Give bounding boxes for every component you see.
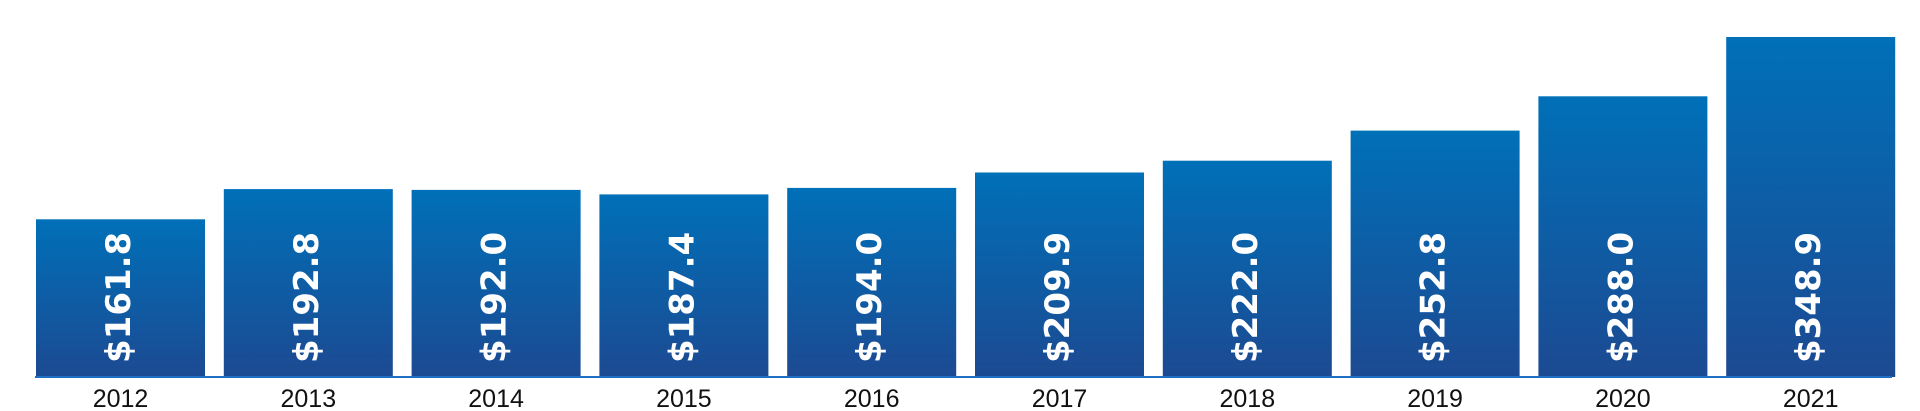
bar-2013 [223,189,393,377]
bar-value-labels: $161.8 $192.8 $192.0 $187.4 $194.0 $209.9 $222… [99,232,1829,363]
x-tick-label-2013: 2013 [280,385,336,411]
x-tick-label-2014: 2014 [468,385,524,411]
bar-value-label-2019: $252.8 [1414,232,1454,363]
x-tick-label-2012: 2012 [93,385,149,411]
x-tick-label-2017: 2017 [1032,385,1088,411]
x-tick-label-2020: 2020 [1595,385,1651,411]
x-tick-label-2016: 2016 [844,385,900,411]
bar-value-label-2012: $161.8 [99,232,139,363]
bar-value-label-2013: $192.8 [287,232,327,363]
bar-2012 [36,219,205,377]
bars [36,37,1896,378]
bar-2021 [1726,37,1896,377]
bar-2017 [975,172,1144,377]
bar-value-label-2014: $192.0 [475,232,515,363]
bar-2015 [599,194,769,377]
x-tick-label-2019: 2019 [1407,385,1463,411]
bar-value-label-2017: $209.9 [1038,232,1078,363]
bar-2020 [1538,96,1708,378]
bar-value-label-2018: $222.0 [1226,232,1266,363]
x-tick-label-2015: 2015 [656,385,712,411]
x-tick-label-2021: 2021 [1783,385,1839,411]
x-tick-label-2018: 2018 [1219,385,1275,411]
bar-value-label-2016: $194.0 [850,232,890,363]
bar-2014 [411,189,581,377]
bar-2018 [1162,160,1332,377]
bar-value-label-2020: $288.0 [1601,232,1641,363]
bar-2016 [787,187,957,377]
bar-value-label-2015: $187.4 [662,232,702,363]
x-axis-tick-labels: 2012 2013 2014 2015 2016 2017 2018 2019 2020 2021 [93,385,1839,411]
bar-value-label-2021: $348.9 [1789,232,1829,363]
bar-2019 [1350,130,1520,377]
